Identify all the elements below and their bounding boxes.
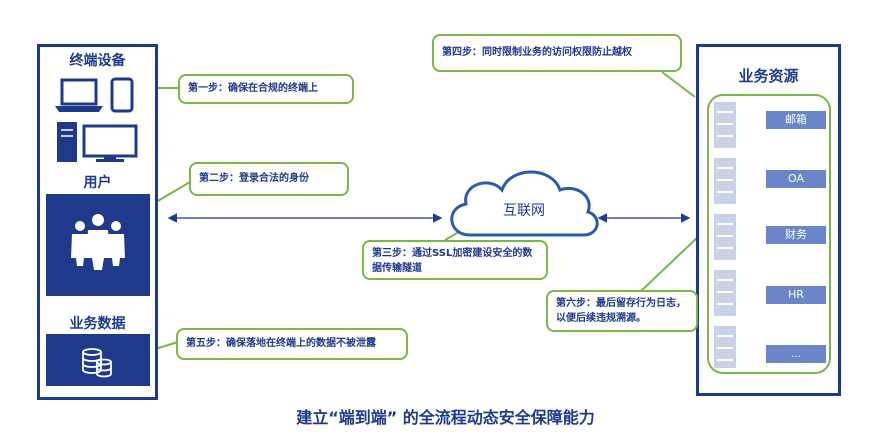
step3-callout: 第三步：通过SSL加密建设安全的数据传输隧道: [362, 240, 548, 280]
devices-title: 终端设备: [69, 53, 126, 69]
step6-pointer: [639, 234, 701, 293]
users-title: 用户: [83, 175, 112, 191]
step2-pointer: [155, 181, 191, 203]
resource-oa: OA: [766, 170, 826, 188]
server-icon: [714, 214, 736, 260]
step1-callout: 第一步：确保在合规的终端上: [178, 74, 354, 104]
resources-title: 业务资源: [738, 67, 799, 85]
resource-hr: HR: [766, 286, 826, 304]
step6-callout: 第六步：最后留存行为日志，以便后续违规溯源。: [546, 290, 698, 332]
resource-finance: 财务: [766, 226, 826, 244]
server-icon: [714, 158, 736, 204]
data-title: 业务数据: [69, 316, 126, 332]
server-icon: [714, 326, 736, 368]
resource-mail: 邮箱: [766, 111, 826, 129]
step4-pointer: [661, 71, 696, 98]
resource-more: ...: [766, 345, 826, 363]
server-icon: [714, 102, 736, 148]
step5-callout: 第五步：确保落地在终端上的数据不被泄露: [176, 328, 408, 360]
internet-label: 互联网: [503, 203, 545, 219]
resource-group: [707, 94, 831, 374]
internet-cloud: [450, 170, 599, 237]
step2-callout: 第二步：登录合法的身份: [189, 162, 349, 196]
step4-callout: 第四步：同时限制业务的访问权限防止越权: [432, 34, 682, 72]
footer-caption: 建立“端到端” 的全流程动态安全保障能力: [296, 408, 595, 427]
server-icon: [714, 270, 736, 316]
